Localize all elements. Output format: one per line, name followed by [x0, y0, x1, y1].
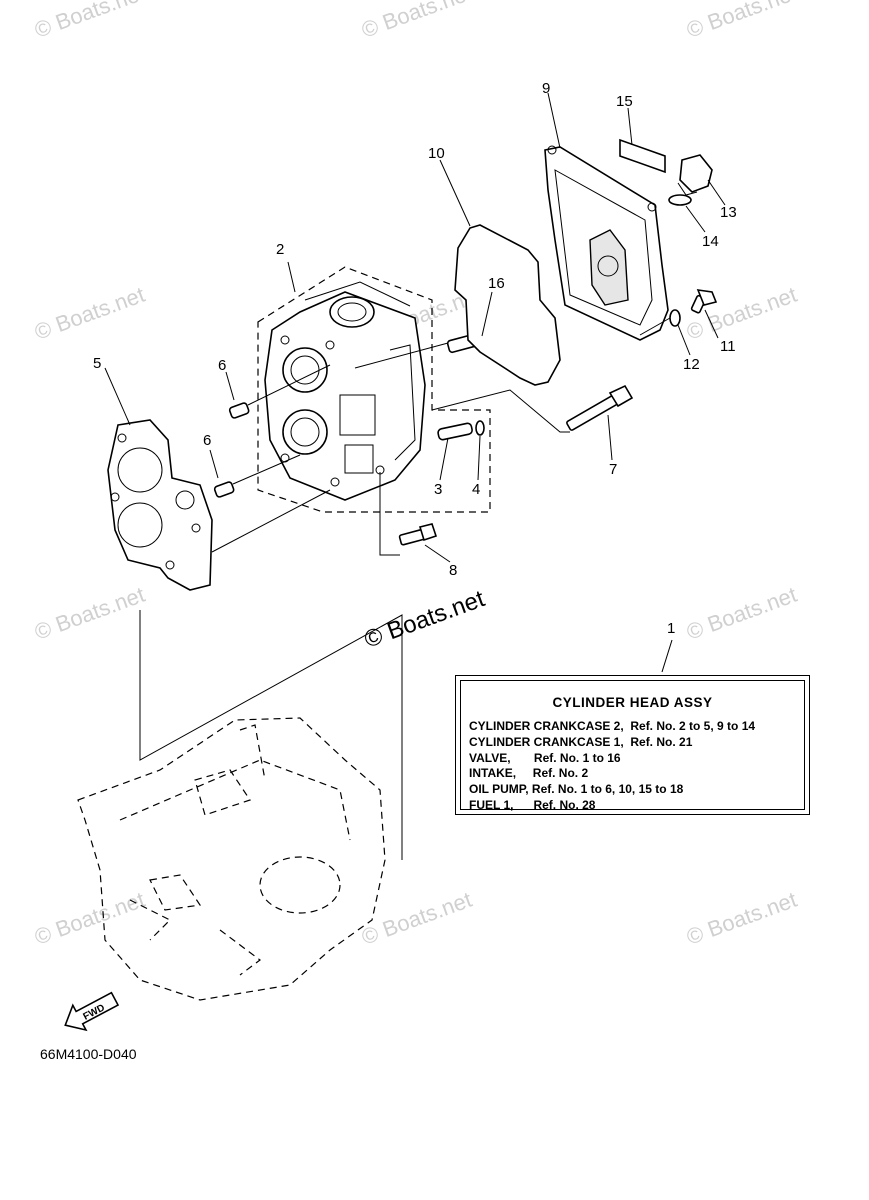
long-bolt: [566, 384, 634, 431]
note-line: OIL PUMP, Ref. No. 1 to 6, 10, 15 to 18: [469, 782, 684, 797]
callout-16: 16: [488, 275, 505, 292]
head-cover: [544, 145, 669, 341]
watermark: © Boats.net: [358, 887, 475, 950]
callout-15: 15: [616, 93, 633, 110]
cylinder-block: [77, 717, 386, 1001]
note-line: CYLINDER CRANKCASE 1, Ref. No. 21: [469, 734, 693, 749]
callout-5: 5: [93, 355, 101, 372]
note-box-inner: CYLINDER HEAD ASSY CYLINDER CRANKCASE 2,…: [460, 680, 805, 812]
callout-11: 11: [720, 338, 736, 355]
watermark: © Boats.net: [31, 0, 148, 43]
fwd-arrow: FWD: [64, 991, 120, 1032]
callout-10: 10: [428, 145, 445, 162]
callout-1: 1: [667, 620, 675, 637]
watermark: © Boats.net: [31, 282, 148, 345]
valve-and-oring: [437, 420, 485, 441]
watermark: © Boats.net: [31, 887, 148, 950]
callout-9: 9: [542, 80, 550, 97]
assembly-note-box: CYLINDER HEAD ASSY CYLINDER CRANKCASE 2,…: [455, 675, 810, 815]
label-plate: [619, 138, 666, 174]
callout-numbers: 1 2 3 4 5 6 6 7 8 9 10 11 12 13 14 15 16: [93, 80, 737, 637]
callout-6a: 6: [218, 357, 226, 374]
diagram-code: 66M4100-D040: [40, 1046, 137, 1062]
dowel-pins: [213, 402, 250, 498]
note-line: CYLINDER CRANKCASE 2, Ref. No. 2 to 5, 9…: [469, 719, 756, 733]
fwd-label: FWD: [82, 1002, 107, 1022]
callout-13: 13: [720, 204, 737, 221]
oil-filler-cap: [668, 154, 713, 206]
short-bolt: [398, 523, 438, 546]
callout-4: 4: [472, 481, 480, 498]
head-gasket: [107, 419, 213, 591]
note-lines: CYLINDER CRANKCASE 2, Ref. No. 2 to 5, 9…: [469, 719, 755, 814]
watermark: © Boats.net: [358, 0, 475, 43]
callout-12: 12: [683, 356, 700, 373]
watermark: © Boats.net: [31, 582, 148, 645]
callout-7: 7: [609, 461, 617, 478]
note-line: FUEL 1, Ref. No. 28: [469, 797, 596, 812]
watermark-center: © Boats.net: [361, 585, 489, 653]
callout-3: 3: [434, 481, 442, 498]
callout-2: 2: [276, 241, 284, 258]
watermark: © Boats.net: [683, 887, 800, 950]
note-title: CYLINDER HEAD ASSY: [552, 695, 713, 710]
note-line: VALVE, Ref. No. 1 to 16: [469, 750, 621, 765]
callout-leaders: [104, 92, 726, 673]
cover-gasket: [454, 224, 561, 386]
cover-bolt: [669, 289, 718, 327]
callout-14: 14: [702, 233, 719, 250]
callout-8: 8: [449, 562, 457, 579]
cylinder-head: [257, 266, 491, 513]
note-line: INTAKE, Ref. No. 2: [469, 766, 589, 781]
watermark: © Boats.net: [683, 582, 800, 645]
callout-6b: 6: [203, 432, 211, 449]
watermark: © Boats.net: [683, 0, 800, 43]
leader-lines: [139, 317, 671, 860]
